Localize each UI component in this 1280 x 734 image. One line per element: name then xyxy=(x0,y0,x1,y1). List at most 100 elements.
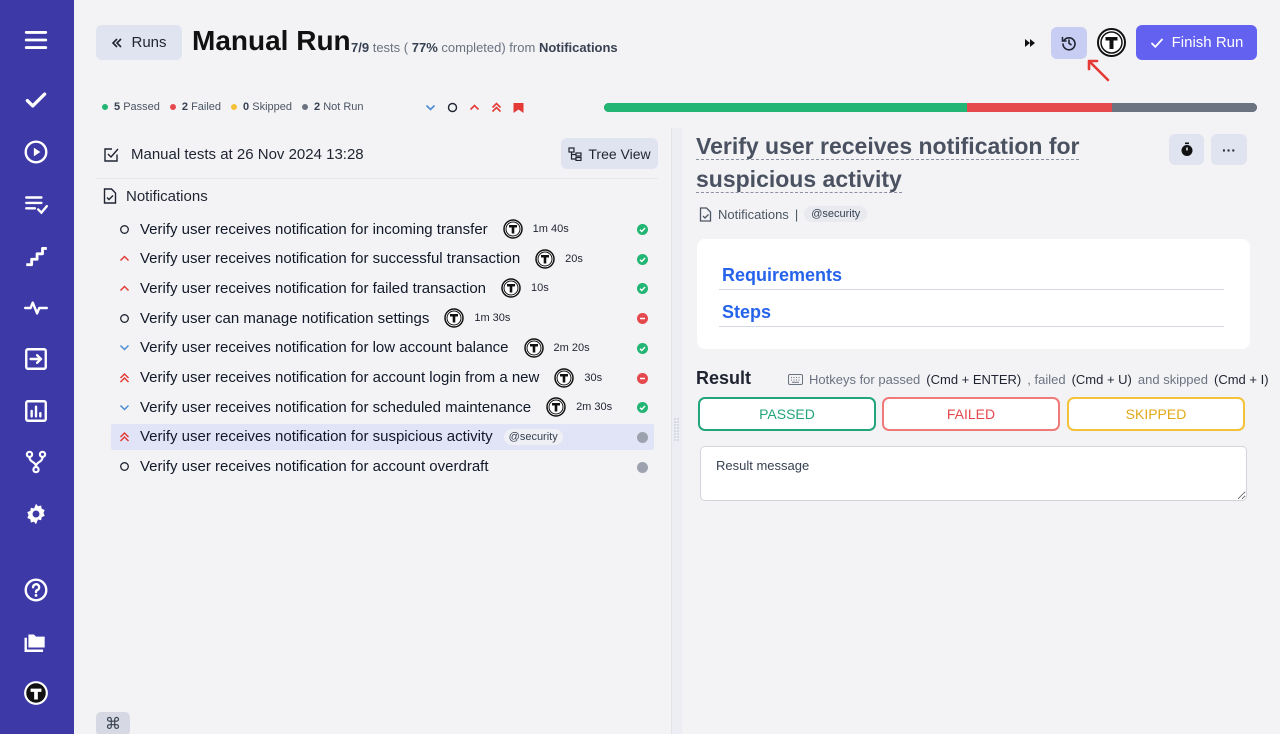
crumb-suite[interactable]: Notifications xyxy=(718,207,789,222)
status-passed-icon xyxy=(637,402,648,413)
priority-filters xyxy=(424,101,525,114)
test-duration: 2m 30s xyxy=(576,401,612,413)
test-title: Verify user receives notification for in… xyxy=(140,221,488,238)
test-row[interactable]: Verify user receives notification for su… xyxy=(111,246,654,272)
test-row[interactable]: Verify user receives notification for ac… xyxy=(111,365,654,391)
fast-forward-icon[interactable] xyxy=(1022,35,1038,51)
assignee-avatar-icon xyxy=(444,308,464,328)
summary-count: 7/9 xyxy=(351,40,369,55)
stairs-icon[interactable] xyxy=(22,242,50,270)
notrun-dot-icon xyxy=(302,104,308,110)
back-to-runs-button[interactable]: Runs xyxy=(96,25,182,60)
mark-failed-button[interactable]: FAILED xyxy=(882,397,1060,431)
priority-critical-icon[interactable] xyxy=(512,101,525,114)
failed-dot-icon xyxy=(170,104,176,110)
run-stats: 5 Passed 2 Failed 0 Skipped 2 Not Run xyxy=(102,101,364,113)
assignee-avatar-icon[interactable] xyxy=(1097,28,1126,57)
test-row[interactable]: Verify user receives notification for sc… xyxy=(111,394,654,420)
priority-low-icon[interactable] xyxy=(424,101,437,114)
priority-normal-icon[interactable] xyxy=(446,101,459,114)
stopwatch-icon xyxy=(1180,142,1194,157)
sidebar xyxy=(0,0,74,734)
test-duration: 10s xyxy=(531,282,549,294)
checklist-square-icon xyxy=(103,146,120,163)
requirements-heading: Requirements xyxy=(722,265,842,286)
gear-icon[interactable] xyxy=(22,500,50,528)
command-palette-button[interactable]: ⌘ xyxy=(96,712,130,734)
test-duration: 20s xyxy=(565,253,583,265)
requirements-divider xyxy=(719,289,1224,290)
test-row[interactable]: Verify user receives notification for fa… xyxy=(111,275,654,301)
passed-stat[interactable]: 5 Passed xyxy=(102,101,160,113)
status-passed-icon xyxy=(637,224,648,235)
more-options-button[interactable]: ··· xyxy=(1211,134,1247,165)
help-icon[interactable] xyxy=(22,576,50,604)
checklist-icon[interactable] xyxy=(22,190,50,218)
test-duration: 1m 30s xyxy=(474,312,510,324)
import-icon[interactable] xyxy=(22,345,50,373)
priority-important-icon xyxy=(118,371,131,384)
test-title: Verify user receives notification for su… xyxy=(140,428,493,445)
pulse-icon[interactable] xyxy=(22,294,50,322)
test-row[interactable]: Verify user receives notification for su… xyxy=(111,424,654,450)
check-icon xyxy=(1150,36,1164,50)
timer-button[interactable] xyxy=(1169,134,1204,165)
left-divider xyxy=(96,178,658,179)
priority-high-icon[interactable] xyxy=(468,101,481,114)
test-duration: 1m 40s xyxy=(533,223,569,235)
assignee-avatar-icon xyxy=(535,249,555,269)
relaunch-button[interactable] xyxy=(1051,27,1087,59)
tree-icon xyxy=(568,147,582,161)
priority-low-icon xyxy=(118,401,131,414)
test-duration: 30s xyxy=(584,372,602,384)
assignee-avatar-icon xyxy=(524,338,544,358)
folders-icon[interactable] xyxy=(22,627,50,655)
status-passed-icon xyxy=(637,343,648,354)
suite-file-icon xyxy=(699,207,712,222)
mark-passed-button[interactable]: PASSED xyxy=(698,397,876,431)
assignee-avatar-icon xyxy=(503,219,523,239)
run-heading: Manual tests at 26 Nov 2024 13:28 xyxy=(131,146,364,163)
keyboard-icon xyxy=(788,374,803,385)
play-circle-icon[interactable] xyxy=(22,138,50,166)
status-failed-icon xyxy=(637,373,648,384)
hotkeys-hint: Hotkeys for passed (Cmd + ENTER) , faile… xyxy=(788,372,1269,387)
crumb-tag[interactable]: @security xyxy=(804,206,867,222)
assignee-avatar-icon xyxy=(546,397,566,417)
skipped-stat[interactable]: 0 Skipped xyxy=(231,101,292,113)
user-avatar-icon[interactable] xyxy=(22,679,50,707)
finish-run-label: Finish Run xyxy=(1172,34,1244,51)
page-title: Manual Run xyxy=(192,25,351,57)
mark-skipped-button[interactable]: SKIPPED xyxy=(1067,397,1245,431)
test-title: Verify user receives notification for sc… xyxy=(140,399,531,416)
result-message-input[interactable] xyxy=(700,446,1247,501)
checkmark-icon[interactable] xyxy=(22,86,50,114)
status-passed-icon xyxy=(637,283,648,294)
priority-important-icon[interactable] xyxy=(490,101,503,114)
tree-view-button[interactable]: Tree View xyxy=(561,138,658,169)
test-row[interactable]: Verify user receives notification for lo… xyxy=(111,335,654,361)
status-none-icon xyxy=(637,432,648,443)
failed-stat[interactable]: 2 Failed xyxy=(170,101,221,113)
run-progress-bar xyxy=(604,103,1257,112)
finish-run-button[interactable]: Finish Run xyxy=(1136,25,1257,60)
test-title: Verify user receives notification for ac… xyxy=(140,458,489,475)
drag-handle-icon[interactable] xyxy=(674,416,679,444)
priority-low-icon xyxy=(118,341,131,354)
test-tag: @security xyxy=(504,429,563,445)
test-row[interactable]: Verify user receives notification for in… xyxy=(111,216,654,242)
test-row[interactable]: Verify user can manage notification sett… xyxy=(111,305,654,331)
status-passed-icon xyxy=(637,254,648,265)
suite-name[interactable]: Notifications xyxy=(126,188,208,205)
priority-normal-icon xyxy=(118,312,131,325)
status-none-icon xyxy=(637,462,648,473)
pointer-arrow-icon xyxy=(1084,56,1112,84)
crumb-separator: | xyxy=(795,207,798,222)
branch-icon[interactable] xyxy=(22,448,50,476)
test-row[interactable]: Verify user receives notification for ac… xyxy=(111,454,654,480)
menu-icon[interactable] xyxy=(22,26,50,54)
tree-view-label: Tree View xyxy=(588,146,650,162)
double-chevron-left-icon xyxy=(111,37,123,49)
analytics-icon[interactable] xyxy=(22,397,50,425)
notrun-stat[interactable]: 2 Not Run xyxy=(302,101,364,113)
